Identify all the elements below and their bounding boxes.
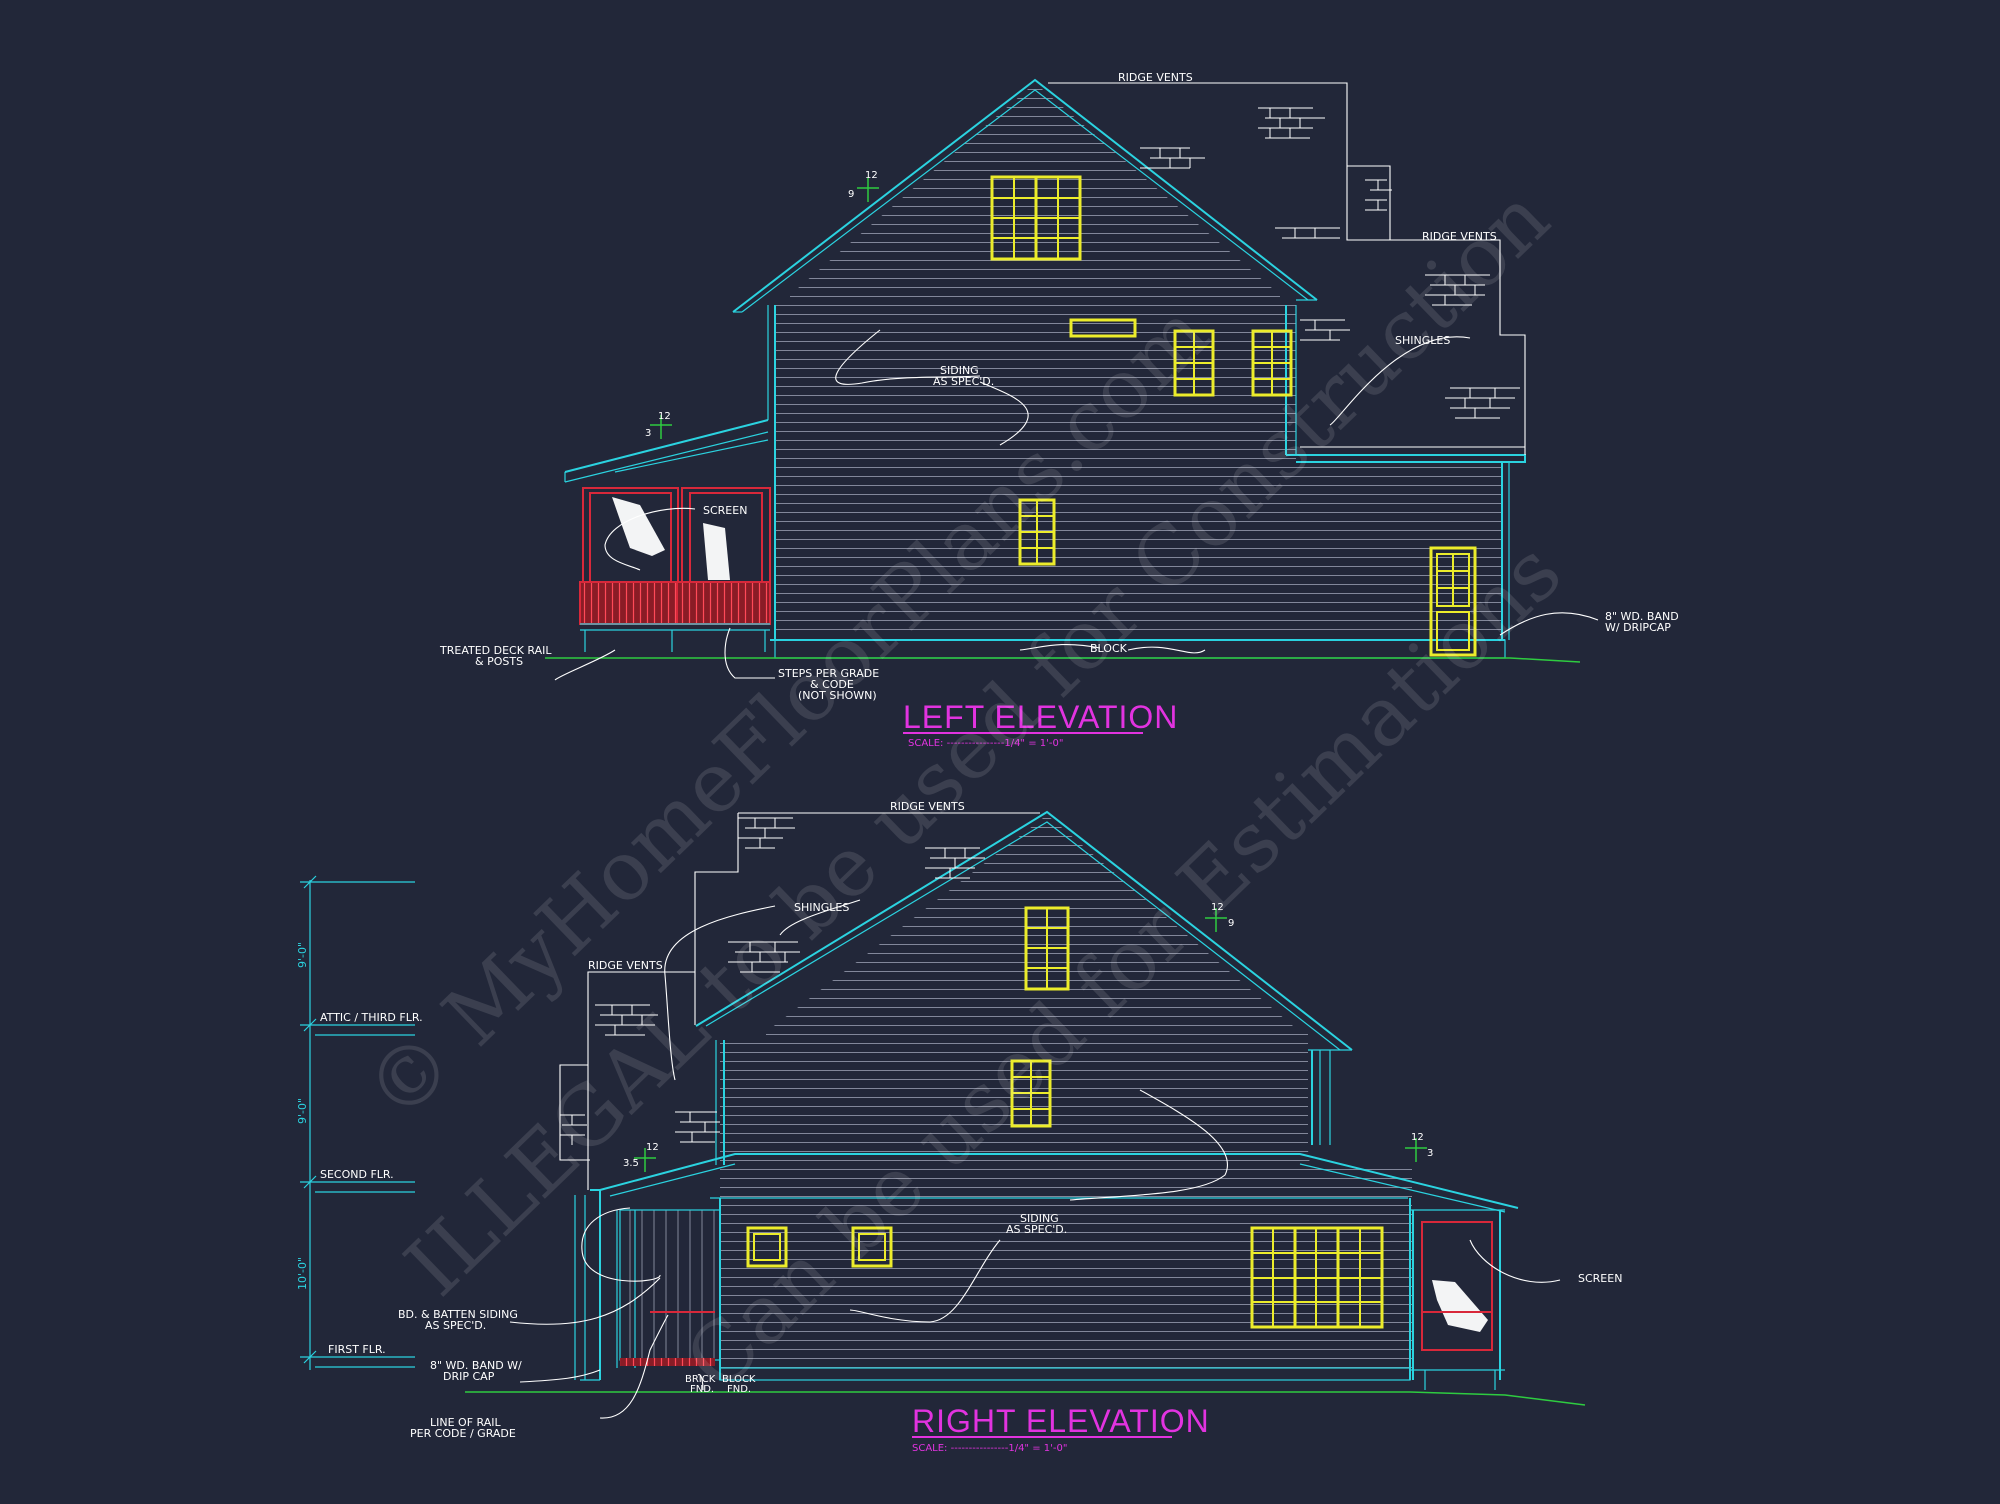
svg-text:9: 9 (848, 189, 854, 200)
svg-text:12: 12 (865, 170, 878, 181)
right-gable-window (1024, 906, 1070, 991)
left-siding-label-1: SIDING (940, 364, 979, 377)
left-ridge-vents-side-label: RIDGE VENTS (1422, 230, 1497, 243)
dim-top: 9'-0" (296, 942, 309, 968)
right-leaders (509, 899, 1561, 1419)
left-ridge-vents-top-label: RIDGE VENTS (1118, 71, 1193, 84)
right-band-label-1: 8" WD. BAND W/ (430, 1359, 522, 1372)
right-second-window (1010, 1059, 1052, 1128)
left-band-label-2: W/ DRIPCAP (1605, 621, 1671, 634)
left-porch-rail (579, 581, 771, 625)
left-leaders (554, 329, 1599, 681)
svg-text:12: 12 (1411, 1132, 1424, 1143)
left-steps-label-1: STEPS PER GRADE (778, 667, 879, 680)
level-second-label: SECOND FLR. (320, 1168, 394, 1181)
svg-text:12: 12 (1211, 902, 1224, 913)
right-main-roof (695, 810, 1353, 1051)
right-batten-label-2: AS SPEC'D. (425, 1319, 486, 1332)
right-pitch-side: 12 3 (1405, 1132, 1433, 1162)
right-ridge-vents-side-label: RIDGE VENTS (588, 959, 663, 972)
left-elevation-title: LEFT ELEVATION (903, 699, 1178, 735)
left-band-label-1: 8" WD. BAND (1605, 610, 1679, 623)
right-ridge-vents-top-label: RIDGE VENTS (890, 800, 965, 813)
left-block-label: BLOCK (1090, 642, 1128, 655)
left-elevation-scale: SCALE: ----------------1/4" = 1'-0" (908, 738, 1063, 749)
right-batten-label-1: BD. & BATTEN SIDING (398, 1308, 518, 1321)
left-pitch-main: 9 12 (848, 170, 879, 202)
right-block-label-1: BLOCK (722, 1374, 756, 1385)
left-main-roof (732, 78, 1318, 313)
right-brick-label-2: FND. (690, 1384, 714, 1395)
right-left-porch (574, 1189, 721, 1381)
left-shingle-sketches (1140, 107, 1520, 419)
right-small-window-2 (851, 1226, 893, 1268)
right-small-window-1 (746, 1226, 788, 1268)
level-attic-label: ATTIC / THIRD FLR. (320, 1011, 423, 1024)
right-grade-line (465, 1391, 1586, 1406)
right-rail-label-1: LINE OF RAIL (430, 1416, 501, 1429)
left-siding-label-2: AS SPEC'D. (933, 375, 994, 388)
right-shingle-sketches (560, 817, 985, 1145)
right-shingles-label: SHINGLES (794, 901, 849, 914)
left-door[interactable] (1429, 546, 1477, 657)
svg-text:3: 3 (645, 428, 651, 439)
left-transom-window (1069, 318, 1137, 338)
left-shingles-label: SHINGLES (1395, 334, 1450, 347)
left-main-siding (775, 83, 1296, 630)
left-steps-label-3: (NOT SHOWN) (798, 689, 877, 702)
left-second-window-1 (1173, 329, 1215, 397)
svg-text:3: 3 (1427, 1148, 1433, 1159)
left-porch-roof (564, 419, 769, 473)
right-brick-label-1: BRICK (685, 1374, 716, 1385)
left-second-window-2 (1251, 329, 1293, 397)
left-deck-rail-label-2: & POSTS (475, 655, 523, 668)
left-screen-porch (579, 487, 771, 652)
right-rail-label-2: PER CODE / GRADE (410, 1427, 516, 1440)
left-first-window (1018, 498, 1056, 566)
right-screen-porch (1410, 1209, 1505, 1390)
left-gable-window (990, 175, 1082, 261)
right-elevation: 9'-0" 9'-0" 10'-0" ATTIC / THIRD FLR. SE… (296, 800, 1622, 1454)
right-pitch-porch: 3.5 12 (623, 1142, 659, 1172)
right-block-label-2: FND. (727, 1384, 751, 1395)
left-grade-line (545, 657, 1581, 663)
left-deck-rail-label-1: TREATED DECK RAIL (439, 644, 552, 657)
level-first-label: FIRST FLR. (328, 1343, 386, 1356)
left-elevation: 9 12 3 12 RIDGE VENTS RIDGE VENTS SHINGL… (439, 71, 1679, 749)
right-triple-window (1250, 1226, 1384, 1329)
right-screen-label: SCREEN (1578, 1272, 1622, 1285)
dim-mid: 9'-0" (296, 1098, 309, 1124)
left-lower-extension (1296, 462, 1502, 630)
right-siding-label-1: SIDING (1020, 1212, 1059, 1225)
right-siding-label-2: AS SPEC'D. (1006, 1223, 1067, 1236)
left-steps-label-2: & CODE (810, 678, 854, 691)
right-main-siding (720, 815, 1412, 1368)
right-elevation-scale: SCALE: ----------------1/4" = 1'-0" (912, 1443, 1067, 1454)
right-level-dimensions: 9'-0" 9'-0" 10'-0" ATTIC / THIRD FLR. SE… (296, 875, 423, 1370)
svg-text:3.5: 3.5 (623, 1158, 639, 1169)
right-elevation-title: RIGHT ELEVATION (912, 1403, 1210, 1439)
left-screen-label: SCREEN (703, 504, 747, 517)
right-pitch-main: 12 9 (1205, 902, 1234, 932)
dim-bottom: 10'-0" (296, 1257, 309, 1290)
svg-text:9: 9 (1228, 918, 1234, 929)
svg-text:12: 12 (658, 411, 671, 422)
right-band-label-2: DRIP CAP (443, 1370, 495, 1383)
left-pitch-porch: 3 12 (645, 411, 672, 439)
svg-text:12: 12 (646, 1142, 659, 1153)
